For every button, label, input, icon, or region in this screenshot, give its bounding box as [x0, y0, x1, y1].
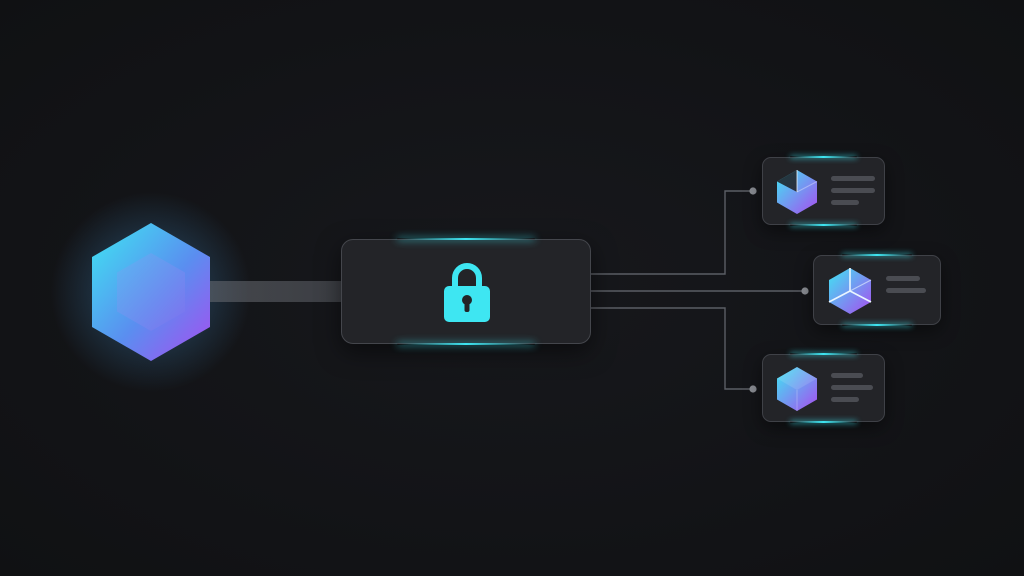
target-card-2: [813, 254, 941, 326]
placeholder-line: [886, 288, 926, 293]
target-card-2-glow-top: [841, 254, 913, 256]
target-card-2-text-lines: [886, 276, 926, 300]
gateway-glow-bottom: [396, 343, 536, 345]
connector-dot-middle: [801, 287, 809, 295]
placeholder-line: [831, 385, 873, 390]
placeholder-line: [831, 200, 859, 205]
gateway-glow-top: [396, 238, 536, 240]
gateway-card: [341, 238, 591, 345]
placeholder-line: [831, 373, 863, 378]
connector-dot-bottom: [749, 385, 757, 393]
lock-icon: [444, 263, 490, 322]
cube-icon: [777, 367, 817, 411]
target-card-1-text-lines: [831, 176, 875, 212]
connector-lines: [591, 190, 805, 390]
source-beam: [206, 281, 342, 302]
target-card-2-glow-bottom: [841, 324, 913, 326]
target-card-1-glow-bottom: [789, 224, 858, 226]
placeholder-line: [831, 188, 875, 193]
hexagon-icon: [92, 223, 210, 361]
cube-segments-icon: [828, 268, 872, 314]
target-card-3-glow-bottom: [789, 421, 858, 423]
target-card-3-glow-top: [789, 353, 858, 355]
connector-bottom: [591, 307, 753, 390]
connector-dot-top: [749, 187, 757, 195]
placeholder-line: [886, 276, 920, 281]
target-card-1: [762, 156, 885, 226]
placeholder-line: [831, 397, 859, 402]
target-card-1-glow-top: [789, 156, 858, 158]
connector-top: [591, 190, 753, 275]
cube-slice-icon: [777, 170, 818, 214]
placeholder-line: [831, 176, 875, 181]
target-card-3: [762, 353, 885, 423]
target-card-3-text-lines: [831, 373, 875, 409]
